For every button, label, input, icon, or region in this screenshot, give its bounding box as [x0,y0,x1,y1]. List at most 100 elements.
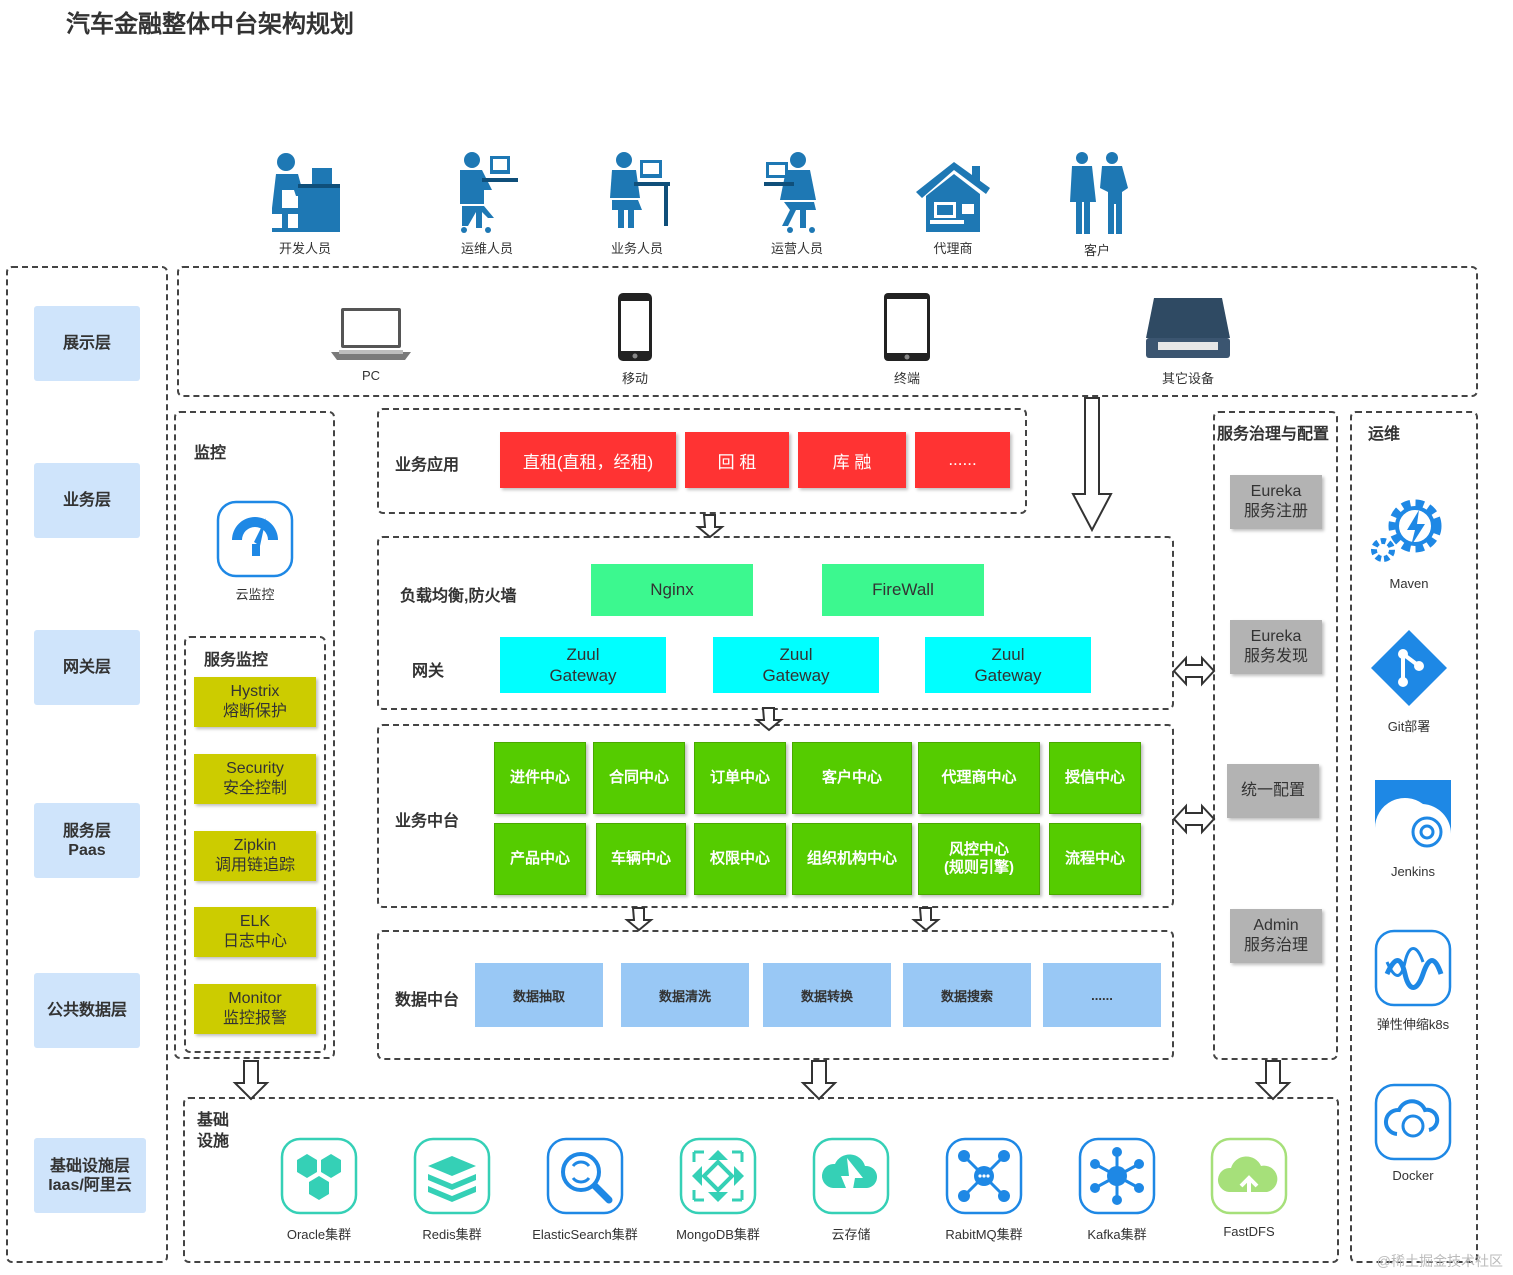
infra-rabbitmq-label: RabitMQ集群 [945,1227,1023,1242]
data-center-label: 数据中台 [395,992,460,1009]
infra-elasticsearch: ElasticSearch集群 [525,1136,645,1243]
user-business: 业务人员 [582,150,692,257]
mobile-phone-icon [618,293,652,361]
monitor-elk: ELK 日志中心 [194,907,316,957]
oracle-icon [280,1137,358,1215]
down-arrow-center-2 [911,907,941,932]
down-arrow-infra-right [1254,1060,1292,1101]
center-customer: 客户中心 [792,742,912,814]
center-contract: 合同中心 [593,742,685,814]
infra-kafka: Kafka集群 [1057,1136,1177,1243]
infra-fastdfs-label: FastDFS [1223,1224,1275,1239]
data-more: ...... [1043,963,1161,1027]
infra-mongodb: MongoDB集群 [658,1136,778,1243]
docker-icon [1374,1083,1452,1161]
center-credit: 授信中心 [1049,742,1141,814]
ops-jenkins: Jenkins [1363,778,1463,879]
user-customer-label: 客户 [1083,243,1110,258]
user-developer: 开发人员 [250,150,360,257]
user-ops: 运维人员 [432,150,542,257]
ops-title: 运维 [1368,426,1401,443]
device-other: 其它设备 [1138,294,1238,387]
infra-mongodb-label: MongoDB集群 [676,1227,760,1242]
app-leaseback: 回 租 [685,432,789,488]
developer-icon [272,153,340,232]
layer-presentation: 展示层 [34,306,140,381]
center-application: 进件中心 [494,742,586,814]
data-center-area [377,930,1174,1060]
cloud-upload-icon [812,1137,890,1215]
monitor-monitor: Monitor 监控报警 [194,984,316,1034]
device-terminal-label: 终端 [893,371,920,386]
infra-fastdfs: FastDFS [1189,1136,1309,1239]
data-clean: 数据清洗 [621,963,749,1027]
app-inventory-finance: 库 融 [798,432,906,488]
down-arrow-center-1 [624,907,654,932]
gw-zuul-2: Zuul Gateway [713,637,879,693]
monitor-title: 监控 [194,445,227,462]
gear-icon [1371,499,1442,562]
ops-person-icon [460,152,518,233]
infra-rabbitmq: RabitMQ集群 [924,1136,1044,1243]
cloud-monitor-label: 云监控 [235,587,275,602]
business-app-label: 业务应用 [395,457,460,474]
user-agent: 代理商 [898,158,1008,257]
user-customer: 客户 [1042,150,1152,259]
page-title: 汽车金融整体中台架构规划 [66,11,354,38]
operations-person-icon [764,152,816,233]
infra-kafka-label: Kafka集群 [1087,1227,1147,1242]
layer-public-data: 公共数据层 [34,973,140,1048]
gw-zuul-1: Zuul Gateway [500,637,666,693]
infra-redis-label: Redis集群 [422,1227,482,1242]
monitor-hystrix: Hystrix 熔断保护 [194,677,316,727]
redis-icon [413,1137,491,1215]
infra-oracle: Oracle集群 [259,1136,379,1243]
git-icon [1371,630,1447,706]
lb-label: 负载均衡,防火墙 [400,588,517,605]
down-arrow-app [695,514,725,539]
tablet-icon [884,293,930,361]
layer-infrastructure: 基础设施层 Iaas/阿里云 [34,1138,146,1213]
user-agent-label: 代理商 [933,241,973,256]
ops-jenkins-label: Jenkins [1390,864,1436,879]
k8s-scaling-icon [1374,929,1452,1007]
device-mobile-label: 移动 [621,371,648,386]
layer-column [6,266,168,1263]
device-pc-label: PC [361,368,381,383]
business-center-label: 业务中台 [395,813,460,830]
app-more: ...... [915,432,1010,488]
layer-business: 业务层 [34,463,140,538]
down-arrow-infra-left [232,1060,270,1101]
gov-admin: Admin 服务治理 [1230,909,1322,963]
infra-label: 基础 设施 [197,1112,230,1150]
cloud-monitor: 云监控 [210,500,300,603]
user-ops-label: 运维人员 [460,241,513,256]
user-business-label: 业务人员 [610,241,663,256]
app-direct-lease: 直租(直租，经租) [500,432,676,488]
user-developer-label: 开发人员 [278,241,331,256]
center-agent: 代理商中心 [918,742,1040,814]
infra-cloud-storage-label: 云存储 [831,1227,871,1242]
business-app-area [377,408,1027,514]
layer-service: 服务层 Paas [34,803,140,878]
service-monitor-area [184,636,326,1053]
infra-oracle-label: Oracle集群 [286,1227,352,1242]
jenkins-icon [1375,780,1452,856]
gw-zuul-3: Zuul Gateway [925,637,1091,693]
infra-cloud-storage: 云存储 [791,1136,911,1243]
ops-git-label: Git部署 [1387,719,1431,734]
customer-icon [1070,152,1128,234]
ops-k8s-label: 弹性伸缩k8s [1376,1017,1450,1032]
scanner-icon [1146,298,1230,358]
layer-gateway: 网关层 [34,630,140,705]
center-workflow: 流程中心 [1049,823,1141,895]
governance-title: 服务治理与配置 [1217,426,1330,443]
device-terminal: 终端 [872,292,942,387]
device-pc: PC [326,306,416,383]
double-arrow-center [1172,803,1216,835]
center-product: 产品中心 [494,823,586,895]
gauge-icon [216,500,294,578]
center-order: 订单中心 [694,742,786,814]
device-other-label: 其它设备 [1161,371,1214,386]
laptop-icon [331,308,411,360]
